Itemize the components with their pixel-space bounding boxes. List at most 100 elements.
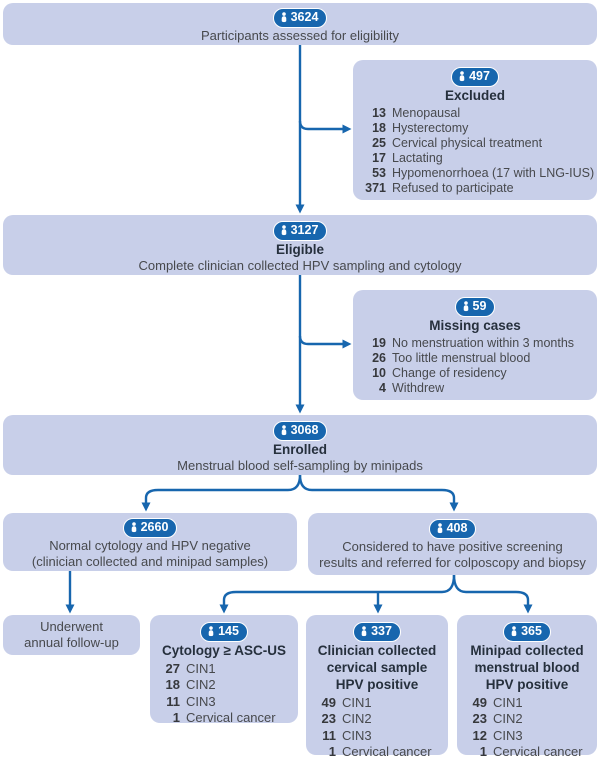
item-count: 26: [372, 350, 386, 365]
item-label: Hysterectomy: [392, 120, 469, 135]
arrow-to-missing: [298, 335, 352, 349]
item-count: 1: [172, 710, 180, 725]
count-value: 408: [446, 521, 468, 535]
item-count: 23: [321, 711, 336, 726]
item-count: 53: [372, 165, 386, 180]
item-label: Cervical cancer: [342, 744, 432, 758]
enrolled-box: 3068 Enrolled Menstrual blood self-sampl…: [3, 415, 597, 475]
hpv-negative-box: 2660 Normal cytology and HPV negative (c…: [3, 513, 297, 571]
count-badge: 59: [454, 297, 496, 317]
item-count: 1: [479, 744, 487, 758]
box-title: HPV positive: [485, 676, 569, 692]
item-count: 23: [472, 711, 487, 726]
count-value: 3624: [290, 10, 319, 24]
count-value: 59: [472, 299, 487, 313]
box-title: HPV positive: [335, 676, 419, 692]
item-count: 10: [372, 365, 386, 380]
person-icon: [437, 522, 442, 533]
item-label: Withdrew: [392, 380, 445, 395]
box-title: Enrolled: [272, 441, 327, 457]
person-icon: [131, 521, 136, 532]
person-icon: [281, 11, 286, 22]
item-count: 12: [472, 727, 487, 743]
person-icon: [361, 625, 367, 636]
item-count: 17: [372, 150, 386, 165]
box-text: Considered to have positive screening: [342, 538, 563, 554]
item-count: 11: [322, 727, 336, 743]
person-icon: [281, 424, 286, 435]
box-title: Clinician collected: [317, 642, 437, 658]
count-badge: 3127: [272, 221, 328, 241]
count-badge: 145: [200, 622, 248, 642]
list-item: 18 Hysterectomy: [361, 121, 597, 136]
count-value: 145: [218, 624, 239, 638]
box-text: Complete clinician collected HPV samplin…: [138, 257, 462, 273]
item-label: Cervical cancer: [186, 710, 276, 725]
box-title: Excluded: [444, 87, 506, 103]
item-count: 25: [372, 135, 386, 150]
item-count: 1: [328, 744, 336, 758]
list-item: 23 CIN2: [316, 711, 448, 728]
item-count: 18: [372, 120, 386, 135]
eligible-box: 3127 Eligible Complete clinician collect…: [3, 215, 597, 275]
item-label: Cervical cancer: [493, 744, 583, 758]
person-icon: [511, 625, 517, 636]
count-badge: 3624: [272, 8, 328, 28]
list-item: 1 Cervical cancer: [160, 710, 298, 727]
clinician-hpv-positive-box: 337 Clinician collected cervical sample …: [306, 615, 448, 758]
item-label: Hypomenorrhoea (17 with LNG-IUS): [392, 165, 595, 180]
item-count: 19: [372, 335, 386, 350]
count-badge: 497: [451, 67, 499, 87]
item-label: CIN1: [493, 694, 523, 710]
list-item: 17 Lactating: [361, 151, 597, 166]
box-text: results and referred for colposcopy and …: [319, 555, 586, 570]
minipad-hpv-positive-box: 365 Minipad collected menstrual blood HP…: [457, 615, 597, 758]
item-label: CIN2: [342, 711, 372, 726]
count-value: 337: [371, 624, 392, 638]
count-value: 2660: [140, 520, 169, 534]
item-count: 49: [321, 694, 336, 710]
count-value: 365: [521, 624, 542, 638]
person-icon: [459, 70, 465, 81]
item-label: CIN3: [493, 727, 523, 743]
person-icon: [208, 625, 214, 636]
box-text: Menstrual blood self-sampling by minipad…: [177, 457, 423, 473]
count-value: 497: [469, 69, 490, 83]
list-item: 53 Hypomenorrhoea (17 with LNG-IUS): [361, 166, 597, 181]
list-item: 1 Cervical cancer: [316, 744, 448, 758]
box-text: Normal cytology and HPV negative: [49, 537, 251, 553]
item-count: 18: [165, 677, 180, 692]
list-item: 12 CIN3: [467, 728, 597, 745]
list-item: 4 Withdrew: [361, 381, 597, 396]
item-count: 27: [165, 660, 180, 676]
item-count: 4: [379, 380, 386, 395]
box-text: Underwent: [40, 618, 103, 634]
item-label: CIN1: [186, 660, 216, 676]
count-badge: 3068: [272, 421, 328, 441]
person-icon: [463, 300, 468, 311]
count-badge: 2660: [122, 518, 178, 538]
item-count: 13: [372, 105, 386, 120]
arrow-to-excluded: [298, 120, 352, 134]
arrow-enrolled-to-positive: [298, 474, 459, 512]
box-title: Eligible: [275, 241, 324, 257]
positive-screening-box: 408 Considered to have positive screenin…: [308, 513, 597, 575]
count-badge: 408: [428, 519, 477, 539]
item-label: Lactating: [392, 150, 443, 165]
item-label: CIN3: [342, 727, 372, 743]
